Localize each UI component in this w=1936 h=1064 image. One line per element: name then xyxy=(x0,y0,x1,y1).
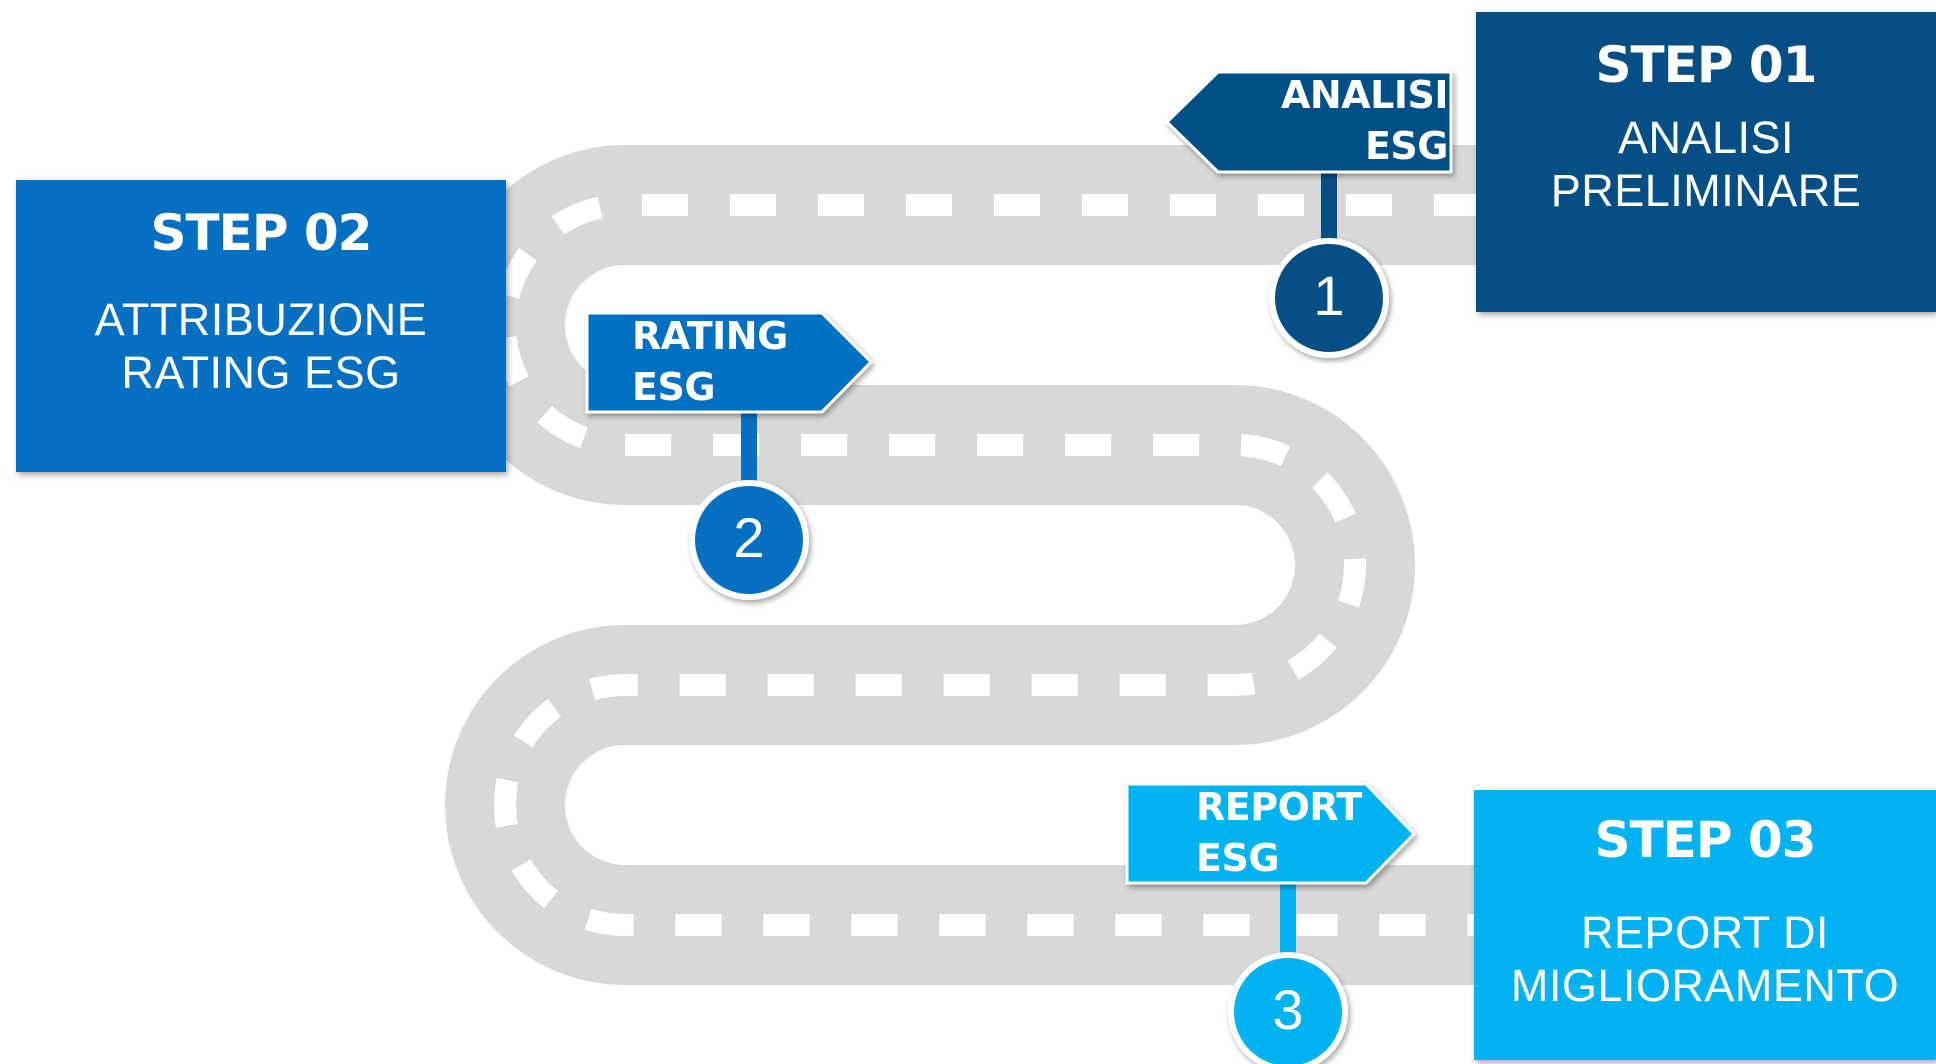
step-03-title: STEP 03 xyxy=(1594,811,1817,869)
signpost-1-board xyxy=(1164,70,1453,174)
signpost-3-pole xyxy=(1280,882,1296,958)
step-01-description: ANALISI PRELIMINARE xyxy=(1550,112,1862,216)
signpost-2: 2 xyxy=(585,311,874,600)
signpost-1-label: ANALISI ESG xyxy=(1281,73,1448,169)
step-03-description: REPORT DI MIGLIORAMENTO xyxy=(1510,907,1900,1011)
step-3-marker: 3 xyxy=(1228,952,1348,1064)
signpost-3-board xyxy=(1125,782,1417,885)
step-2-number: 2 xyxy=(733,506,764,569)
signpost-1-pole xyxy=(1321,168,1337,244)
signpost-2-board xyxy=(585,311,874,414)
step-02-box: STEP 02 ATTRIBUZIONE RATING ESG xyxy=(16,180,506,472)
step-02-title: STEP 02 xyxy=(150,204,373,262)
step-02-description: ATTRIBUZIONE RATING ESG xyxy=(94,294,428,398)
signpost-3-label: REPORT ESG xyxy=(1196,785,1362,881)
step-01-title: STEP 01 xyxy=(1595,36,1818,94)
signpost-1: 1 xyxy=(1164,70,1453,358)
step-3-number: 3 xyxy=(1272,978,1303,1041)
step-03-box: STEP 03 REPORT DI MIGLIORAMENTO xyxy=(1474,790,1936,1060)
step-2-marker: 2 xyxy=(689,480,809,600)
signpost-2-pole xyxy=(741,410,757,486)
step-01-box: STEP 01 ANALISI PRELIMINARE xyxy=(1476,12,1936,312)
road-center-dashes xyxy=(494,194,1480,936)
signpost-2-label: RATING ESG xyxy=(632,314,788,410)
step-1-number: 1 xyxy=(1313,264,1344,327)
signpost-3: 3 xyxy=(1125,782,1417,1064)
step-1-marker: 1 xyxy=(1269,238,1389,358)
